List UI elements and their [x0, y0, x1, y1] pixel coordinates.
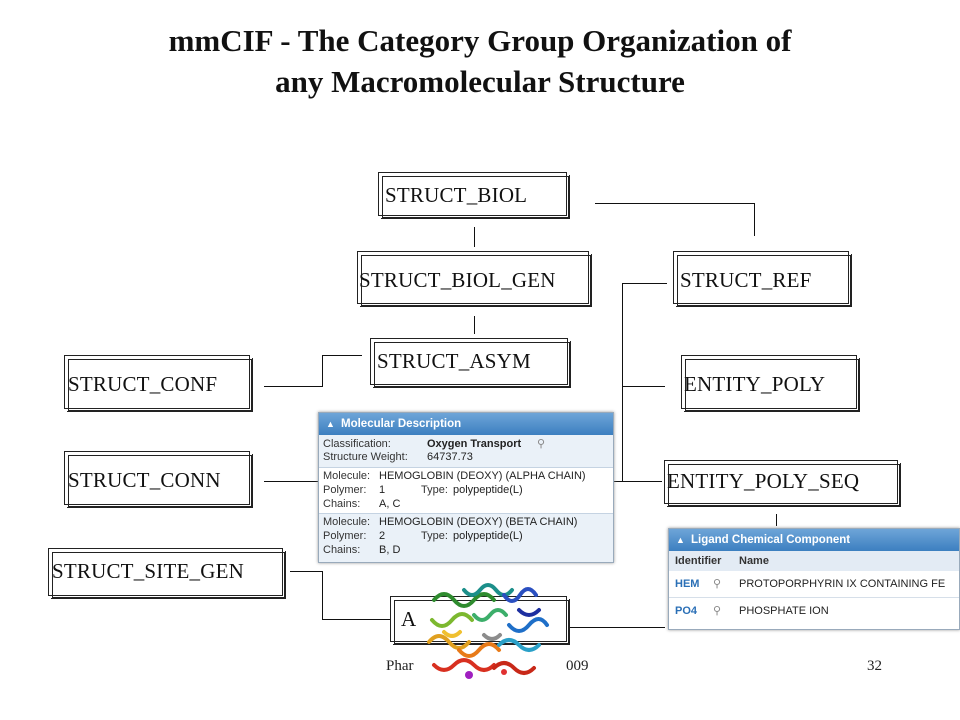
summary-band	[319, 435, 613, 467]
struct-conn-label: STRUCT_CONN	[68, 468, 221, 492]
polymer-value: 2	[379, 530, 386, 542]
type-value: polypeptide(L)	[453, 484, 523, 496]
struct-asym-box[interactable]: STRUCT_ASYM	[370, 338, 570, 387]
ligand-id-link[interactable]: PO4	[675, 605, 698, 617]
polymer-value: 1	[379, 484, 386, 496]
struct-site-gen-label: STRUCT_SITE_GEN	[52, 559, 244, 583]
polymer-label: Polymer:	[323, 484, 367, 496]
collapse-toggle-icon[interactable]: ▲	[676, 535, 685, 545]
chains-label: Chains:	[323, 498, 361, 510]
atom-site-label: A	[401, 607, 417, 631]
connector	[595, 203, 755, 204]
weight-value: 64737.73	[427, 451, 473, 463]
connector	[264, 386, 322, 387]
search-icon[interactable]: ⚲	[713, 578, 722, 590]
divider	[669, 597, 959, 598]
entity-poly-seq-box[interactable]: ENTITY_POLY_SEQ	[664, 460, 900, 506]
chains-label: Chains:	[323, 544, 361, 556]
protein-structure-image	[427, 583, 549, 679]
struct-ref-box[interactable]: STRUCT_REF	[673, 251, 851, 306]
molecular-description-panel: ▲ Molecular Description Classification: …	[318, 412, 614, 563]
connector	[474, 316, 475, 334]
identifier-column-header: Identifier	[675, 555, 722, 567]
connector	[474, 227, 475, 247]
struct-conn-box[interactable]: STRUCT_CONN	[64, 451, 252, 507]
ligand-table-header	[669, 551, 959, 571]
struct-asym-label: STRUCT_ASYM	[377, 349, 531, 373]
molecule-value: HEMOGLOBIN (DEOXY) (BETA CHAIN)	[379, 516, 578, 528]
title-line-2: any Macromolecular Structure	[275, 64, 685, 99]
molecule-value: HEMOGLOBIN (DEOXY) (ALPHA CHAIN)	[379, 470, 586, 482]
connector	[622, 283, 623, 481]
collapse-toggle-icon[interactable]: ▲	[326, 419, 335, 429]
connector	[322, 571, 323, 620]
weight-label: Structure Weight:	[323, 451, 408, 463]
classification-value[interactable]: Oxygen Transport	[427, 438, 522, 450]
connector	[322, 355, 323, 387]
ligand-title: Ligand Chemical Component	[691, 534, 851, 546]
molecular-description-title: Molecular Description	[341, 418, 462, 430]
entity-poly-box[interactable]: ENTITY_POLY	[681, 355, 859, 411]
name-column-header: Name	[739, 555, 769, 567]
ligand-name: PHOSPHATE ION	[739, 605, 829, 617]
title-line-1: mmCIF - The Category Group Organization …	[168, 23, 792, 58]
struct-conf-label: STRUCT_CONF	[68, 372, 218, 396]
struct-ref-label: STRUCT_REF	[680, 268, 812, 292]
molecule-label: Molecule:	[323, 516, 371, 528]
struct-biol-label: STRUCT_BIOL	[385, 183, 528, 207]
molecule-band	[319, 513, 613, 562]
struct-biol-box[interactable]: STRUCT_BIOL	[378, 172, 569, 218]
connector	[612, 481, 662, 482]
connector	[622, 386, 665, 387]
slide-title: mmCIF - The Category Group Organization …	[0, 20, 960, 102]
connector	[570, 627, 665, 628]
connector	[322, 619, 390, 620]
ligand-name: PROTOPORPHYRIN IX CONTAINING FE	[739, 578, 946, 590]
connector	[264, 481, 322, 482]
entity-poly-seq-label: ENTITY_POLY_SEQ	[667, 469, 860, 493]
connector	[290, 571, 322, 572]
ligand-header[interactable]: ▲ Ligand Chemical Component	[669, 529, 959, 551]
page-number: 32	[867, 658, 882, 674]
struct-biol-gen-label: STRUCT_BIOL_GEN	[359, 268, 556, 292]
classification-label: Classification:	[323, 438, 391, 450]
footer-left-text: Phar	[386, 658, 414, 674]
struct-site-gen-box[interactable]: STRUCT_SITE_GEN	[48, 548, 285, 598]
search-icon[interactable]: ⚲	[713, 605, 722, 617]
struct-conf-box[interactable]: STRUCT_CONF	[64, 355, 252, 411]
type-label: Type:	[421, 484, 448, 496]
connector	[776, 514, 777, 526]
ligand-id-link[interactable]: HEM	[675, 578, 700, 590]
divider	[319, 467, 613, 468]
type-label: Type:	[421, 530, 448, 542]
molecular-description-header[interactable]: ▲ Molecular Description	[319, 413, 613, 435]
connector	[754, 203, 755, 236]
type-value: polypeptide(L)	[453, 530, 523, 542]
molecule-label: Molecule:	[323, 470, 371, 482]
polymer-label: Polymer:	[323, 530, 367, 542]
chains-value: A, C	[379, 498, 401, 510]
ligand-panel: ▲ Ligand Chemical Component Identifier N…	[668, 528, 960, 630]
connector	[322, 355, 362, 356]
search-icon[interactable]: ⚲	[537, 438, 546, 450]
footer-middle-text: 009	[566, 658, 589, 674]
entity-poly-label: ENTITY_POLY	[684, 372, 826, 396]
connector	[622, 283, 667, 284]
struct-biol-gen-box[interactable]: STRUCT_BIOL_GEN	[357, 251, 591, 306]
chains-value: B, D	[379, 544, 401, 556]
